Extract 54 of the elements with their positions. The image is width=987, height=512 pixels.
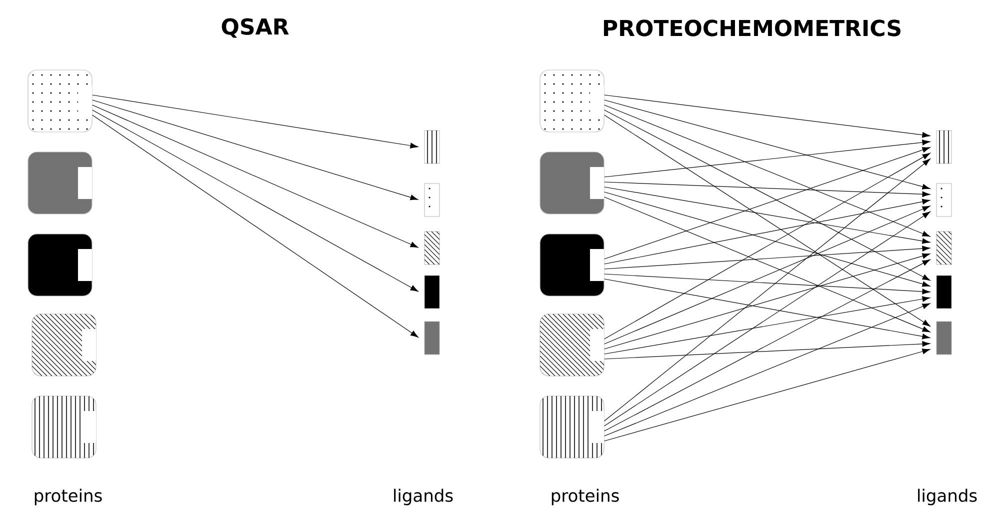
arrow (92, 110, 418, 292)
arrow (604, 100, 930, 190)
arrow (604, 341, 930, 360)
arrow (604, 259, 930, 432)
axis-label: ligands (918, 488, 977, 506)
protein-shape (32, 314, 96, 376)
arrow (604, 192, 930, 287)
arrow (604, 348, 930, 442)
arrow (604, 186, 930, 244)
axis-label: proteins (552, 488, 619, 506)
protein-shape (28, 234, 92, 296)
ligand-bar (936, 183, 952, 217)
ligand-bar (936, 321, 952, 355)
protein-shape (540, 234, 604, 296)
arrow (604, 147, 930, 260)
ligand-bar (424, 183, 440, 217)
arrow (92, 100, 418, 200)
arrow (604, 110, 930, 281)
ligand-bar (424, 321, 440, 355)
arrow (604, 182, 930, 197)
arrow (92, 114, 418, 338)
protein-shape (540, 314, 604, 376)
arrow (604, 303, 930, 436)
arrow (604, 140, 930, 178)
ligand-bar (936, 130, 952, 164)
arrow (604, 246, 930, 270)
arrow (92, 94, 418, 148)
ligand-bar (936, 275, 952, 309)
panel-title: QSAR (222, 18, 289, 38)
axis-label: ligands (394, 488, 453, 506)
ligand-bar (424, 275, 440, 309)
arrow (604, 198, 930, 264)
protein-shape (32, 396, 96, 458)
protein-shape (28, 70, 92, 132)
arrow (604, 296, 930, 354)
protein-shape (540, 152, 604, 214)
arrow (604, 158, 930, 422)
ligand-bar (424, 231, 440, 265)
ligand-bar (424, 130, 440, 164)
axis-label: proteins (34, 488, 102, 506)
arrow (604, 211, 930, 426)
arrow (604, 94, 930, 138)
protein-shape (540, 70, 604, 132)
arrow (604, 274, 930, 294)
arrow (92, 104, 418, 248)
arrow (604, 253, 930, 350)
arrow (604, 104, 930, 237)
arrow (604, 278, 930, 340)
ligand-bar (936, 231, 952, 265)
arrow (604, 152, 930, 340)
protein-shape (540, 396, 604, 458)
protein-shape (28, 152, 92, 214)
panel-title: PROTEOCHEMOMETRICS (604, 20, 900, 36)
arrow (604, 114, 930, 327)
